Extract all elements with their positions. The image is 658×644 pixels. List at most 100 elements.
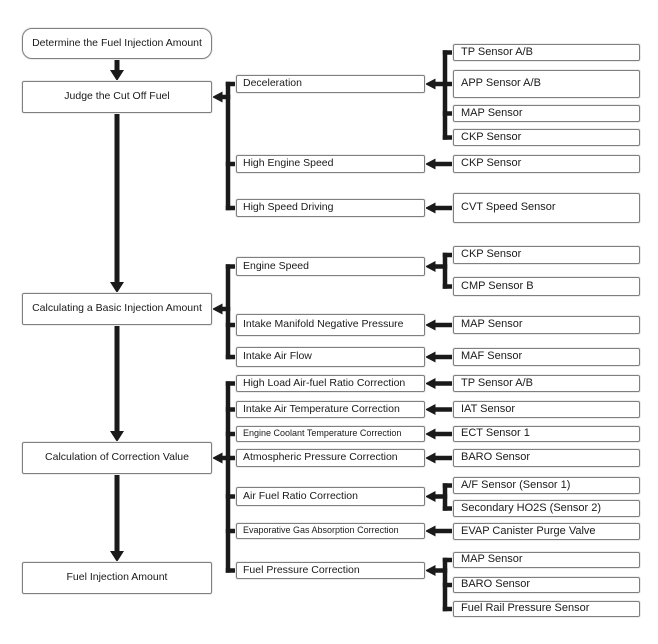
wire-horizontal (442, 50, 453, 55)
flow-judge-the-cut-off-fuel-label: Judge the Cut Off Fuel (64, 90, 170, 103)
sensor-fuel-rail-pressure-sensor-label: Fuel Rail Pressure Sensor (461, 602, 590, 615)
sensor-map-sensor-label: MAP Sensor (461, 553, 523, 566)
arrowhead-left-icon (425, 78, 436, 90)
wire-vertical (114, 59, 120, 72)
condition-fuel-pressure-correction: Fuel Pressure Correction (236, 562, 425, 579)
sensor-a-f-sensor-sensor-1: A/F Sensor (Sensor 1) (453, 477, 640, 494)
arrowhead-down-icon (110, 551, 124, 562)
wire-vertical (225, 381, 231, 573)
condition-atmospheric-pressure-correction-label: Atmospheric Pressure Correction (243, 451, 398, 464)
condition-high-engine-speed: High Engine Speed (236, 155, 425, 173)
sensor-evap-canister-purge-valve-label: EVAP Canister Purge Valve (461, 524, 596, 537)
sensor-evap-canister-purge-valve: EVAP Canister Purge Valve (453, 523, 640, 540)
wire-horizontal (225, 407, 236, 412)
wire-horizontal (442, 582, 453, 588)
wire-horizontal (442, 506, 453, 511)
wire-horizontal (442, 557, 453, 563)
sensor-secondary-ho2s-sensor-2-label: Secondary HO2S (Sensor 2) (461, 501, 602, 514)
wire-horizontal (225, 455, 236, 461)
condition-high-speed-driving-label: High Speed Driving (243, 201, 334, 214)
wire-horizontal (225, 568, 236, 573)
sensor-map-sensor-label: MAP Sensor (461, 106, 523, 119)
arrowhead-down-icon (110, 282, 124, 293)
sensor-ect-sensor-1-label: ECT Sensor 1 (461, 427, 530, 440)
sensor-secondary-ho2s-sensor-2: Secondary HO2S (Sensor 2) (453, 500, 640, 517)
condition-high-load-air-fuel-ratio-correction-label: High Load Air-fuel Ratio Correction (243, 376, 406, 389)
wire-horizontal (442, 483, 453, 488)
sensor-map-sensor-label: MAP Sensor (461, 318, 523, 331)
sensor-baro-sensor: BARO Sensor (453, 449, 640, 467)
sensor-tp-sensor-a-b: TP Sensor A/B (453, 44, 640, 61)
sensor-fuel-rail-pressure-sensor: Fuel Rail Pressure Sensor (453, 601, 640, 617)
wire-horizontal (442, 252, 453, 258)
condition-evaporative-gas-absorption-correction-label: Evaporative Gas Absorption Correction (243, 525, 399, 536)
wire-horizontal (221, 94, 231, 100)
arrowhead-left-icon (212, 303, 223, 315)
wire-horizontal (442, 606, 453, 612)
sensor-ckp-sensor: CKP Sensor (453, 246, 640, 264)
wire-horizontal (225, 494, 236, 499)
wire-horizontal (434, 455, 453, 461)
flow-calculation-of-correction-value-label: Calculation of Correction Value (45, 451, 189, 464)
arrowhead-left-icon (425, 428, 436, 440)
wire-horizontal (434, 81, 448, 87)
arrowhead-left-icon (425, 404, 436, 415)
wire-horizontal (434, 528, 453, 534)
condition-deceleration: Deceleration (236, 75, 425, 93)
condition-deceleration-label: Deceleration (243, 77, 302, 90)
wire-horizontal (434, 431, 453, 437)
arrowhead-left-icon (425, 565, 436, 576)
sensor-cvt-speed-sensor-label: CVT Speed Sensor (461, 201, 556, 214)
arrowhead-left-icon (212, 452, 223, 464)
wire-horizontal (225, 205, 236, 211)
condition-engine-speed-label: Engine Speed (243, 259, 309, 272)
sensor-iat-sensor-label: IAT Sensor (461, 402, 516, 415)
wire-horizontal (434, 322, 453, 328)
arrowhead-left-icon (425, 378, 436, 389)
wire-horizontal (434, 161, 453, 167)
wire-vertical (442, 50, 448, 140)
flow-determine-the-fuel-injection-amount: Determine the Fuel Injection Amount (22, 28, 212, 59)
wire-horizontal (225, 431, 236, 437)
arrowhead-left-icon (425, 202, 436, 214)
condition-engine-coolant-temperature-correction-label: Engine Coolant Temperature Correction (243, 428, 402, 439)
condition-high-speed-driving: High Speed Driving (236, 199, 425, 217)
flow-calculating-a-basic-injection-amount: Calculating a Basic Injection Amount (22, 293, 212, 325)
sensor-tp-sensor-a-b-label: TP Sensor A/B (461, 376, 533, 389)
condition-engine-coolant-temperature-correction: Engine Coolant Temperature Correction (236, 426, 425, 442)
wire-vertical (114, 113, 120, 284)
wire-horizontal (225, 528, 236, 534)
condition-atmospheric-pressure-correction: Atmospheric Pressure Correction (236, 449, 425, 467)
sensor-map-sensor: MAP Sensor (453, 105, 640, 122)
wire-horizontal (221, 455, 231, 461)
sensor-cmp-sensor-b: CMP Sensor B (453, 277, 640, 296)
condition-air-fuel-ratio-correction: Air Fuel Ratio Correction (236, 487, 425, 506)
sensor-iat-sensor: IAT Sensor (453, 401, 640, 418)
sensor-maf-sensor: MAF Sensor (453, 348, 640, 366)
arrowhead-left-icon (425, 452, 436, 464)
wire-horizontal (225, 322, 236, 328)
sensor-ckp-sensor: CKP Sensor (453, 155, 640, 173)
arrowhead-left-icon (425, 319, 436, 331)
wire-horizontal (225, 161, 236, 167)
arrowhead-left-icon (425, 261, 436, 272)
condition-intake-air-temperature-correction: Intake Air Temperature Correction (236, 401, 425, 418)
condition-high-load-air-fuel-ratio-correction: High Load Air-fuel Ratio Correction (236, 375, 425, 392)
arrowhead-left-icon (212, 91, 223, 103)
condition-intake-manifold-negative-pressure: Intake Manifold Negative Pressure (236, 314, 425, 336)
wire-horizontal (434, 264, 448, 269)
condition-intake-air-flow: Intake Air Flow (236, 347, 425, 367)
arrowhead-left-icon (425, 158, 436, 170)
sensor-app-sensor-a-b: APP Sensor A/B (453, 70, 640, 98)
wire-horizontal (225, 354, 236, 360)
sensor-map-sensor: MAP Sensor (453, 552, 640, 568)
condition-air-fuel-ratio-correction-label: Air Fuel Ratio Correction (243, 489, 358, 502)
sensor-cvt-speed-sensor: CVT Speed Sensor (453, 193, 640, 223)
condition-intake-air-temperature-correction-label: Intake Air Temperature Correction (243, 402, 400, 415)
wire-horizontal (442, 111, 453, 116)
flow-fuel-injection-amount-label: Fuel Injection Amount (66, 571, 168, 584)
wire-horizontal (225, 81, 236, 87)
wire-horizontal (434, 381, 453, 386)
wire-vertical (225, 81, 231, 211)
